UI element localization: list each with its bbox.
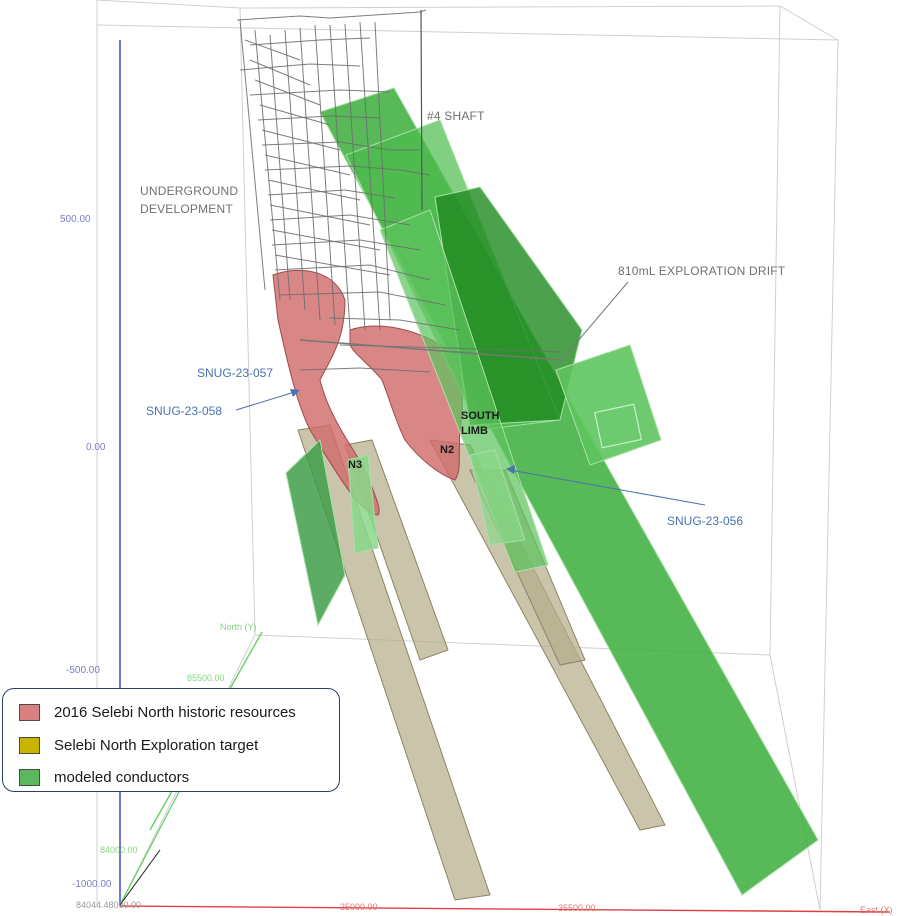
legend-label-exploration-target: Selebi North Exploration target xyxy=(54,736,259,754)
legend-item-historic-resources: 2016 Selebi North historic resources xyxy=(19,702,296,722)
east-tick-35500: 35500.00 xyxy=(558,903,596,913)
north-tick-85500: 85500.00 xyxy=(187,673,225,683)
legend-label-modeled-conductors: modeled conductors xyxy=(54,768,190,786)
snug-057-label: SNUG-23-057 xyxy=(197,366,273,380)
n3-label: N3 xyxy=(348,459,362,471)
z-tick-500: 500.00 xyxy=(60,214,91,225)
snug-056-label: SNUG-23-056 xyxy=(667,514,743,528)
north-axis-title: North (Y) xyxy=(220,622,257,632)
conductor-n2-small xyxy=(469,449,526,546)
z-tick-neg1000: -1000.00 xyxy=(72,879,112,890)
shaft-label: #4 SHAFT xyxy=(427,109,485,123)
east-axis-title: East (X) xyxy=(860,905,893,915)
conductor-west xyxy=(285,438,346,627)
z-tick-neg500: -500.00 xyxy=(66,665,100,676)
n2-label: N2 xyxy=(440,444,454,456)
conductor-right-square xyxy=(555,344,662,466)
legend-swatch-historic-resources xyxy=(19,703,40,721)
z-tick-0: 0.00 xyxy=(86,442,106,453)
north-tick-84000: 84000.00 xyxy=(100,845,138,855)
legend-label-historic-resources: 2016 Selebi North historic resources xyxy=(54,703,296,721)
legend-swatch-exploration-target xyxy=(19,736,40,754)
north-axis-line-lower xyxy=(119,789,181,906)
legend-swatch-modeled-conductors xyxy=(19,768,40,786)
conductor-n3 xyxy=(347,454,379,554)
east-tick-35000: 35000.00 xyxy=(340,902,378,912)
south-limb-label-line2: LIMB xyxy=(461,425,488,437)
legend-box: 2016 Selebi North historic resources Sel… xyxy=(2,688,340,792)
snug-058-arrow xyxy=(235,389,300,411)
shaft-4 xyxy=(420,9,423,211)
origin-diagonal xyxy=(119,849,161,906)
origin-label: 84044.48000.00 xyxy=(76,900,141,910)
east-axis-line xyxy=(119,905,891,913)
modeled-conductor-plates xyxy=(285,87,819,896)
legend-item-modeled-conductors: modeled conductors xyxy=(19,767,189,787)
drift-label: 810mL EXPLORATION DRIFT xyxy=(618,264,786,278)
south-limb-label-line1: SOUTH xyxy=(461,410,500,422)
conductor-inner-square xyxy=(593,403,643,449)
legend-item-exploration-target: Selebi North Exploration target xyxy=(19,735,258,755)
snug-056-arrow xyxy=(506,465,706,506)
underground-label-line2: DEVELOPMENT xyxy=(140,202,233,216)
exploration-drift xyxy=(299,339,561,361)
underground-label-line1: UNDERGROUND xyxy=(140,184,238,198)
snug-058-label: SNUG-23-058 xyxy=(146,404,222,418)
drift-leader-line xyxy=(559,281,629,363)
underground-development xyxy=(236,9,561,373)
